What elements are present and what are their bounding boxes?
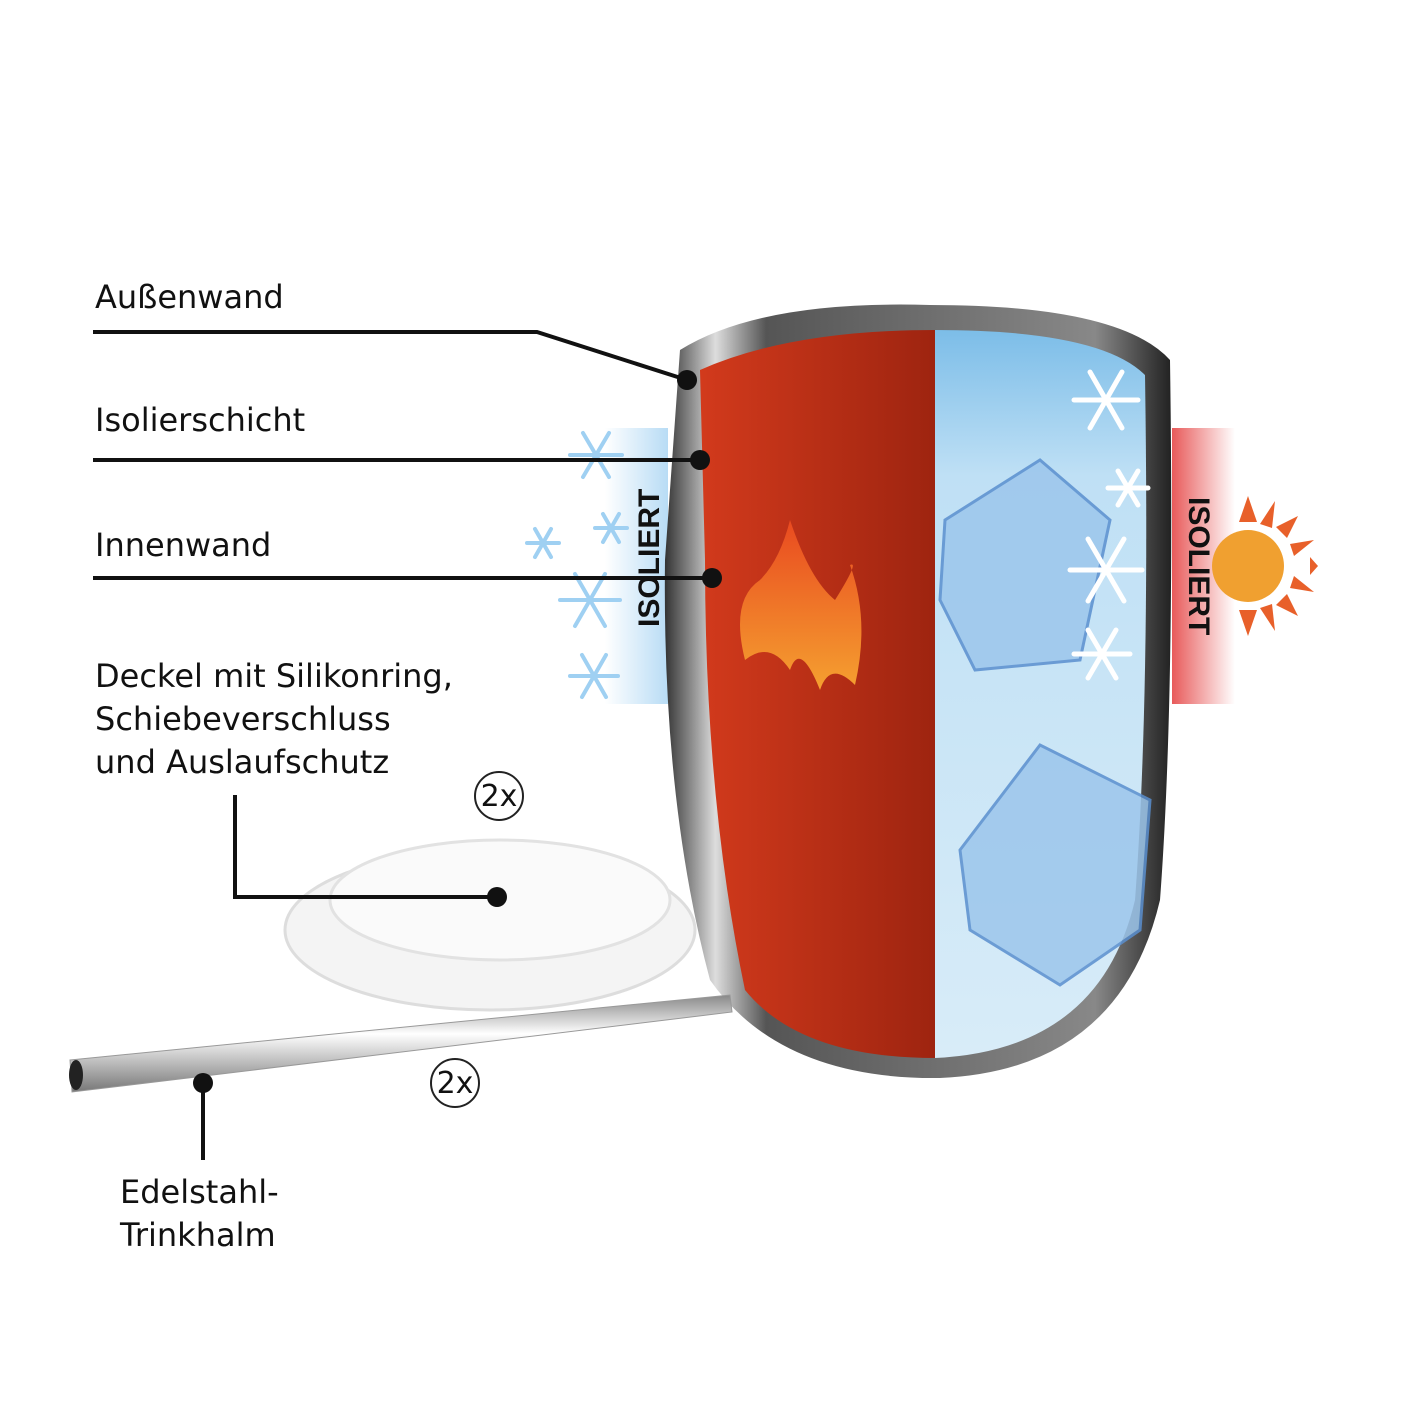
straw-quantity-badge: 2x [430,1058,480,1108]
sun-icon [1212,496,1318,636]
label-outer-wall: Außenwand [95,278,284,316]
snowflake-icons-cup [1067,369,1151,681]
label-lid: Deckel mit Silikonring, Schiebeverschlus… [95,655,453,784]
insulated-label-left: ISOLIERT [633,488,666,627]
label-insulation-layer: Isolierschicht [95,401,306,439]
label-straw: Edelstahl- Trinkhalm [120,1171,279,1257]
label-lid-line2: Schiebeverschluss [95,700,391,738]
label-straw-line2: Trinkhalm [120,1216,276,1254]
label-lid-line3: und Auslaufschutz [95,743,390,781]
insulated-label-right: ISOLIERT [1182,497,1215,636]
snowflake-icons [525,431,629,699]
leader-lines [93,330,712,1160]
cup-image [664,304,1172,1079]
insulation-strip-left [605,428,668,704]
lid-image [283,838,697,1012]
label-straw-line1: Edelstahl- [120,1173,279,1211]
label-lid-line1: Deckel mit Silikonring, [95,657,453,695]
flame-icon [740,520,862,690]
label-inner-wall: Innenwand [95,526,272,564]
lid-quantity-badge: 2x [474,771,524,821]
straw-image [69,994,733,1093]
leader-dots [193,370,722,1093]
ice-cube-icons [938,458,1152,987]
